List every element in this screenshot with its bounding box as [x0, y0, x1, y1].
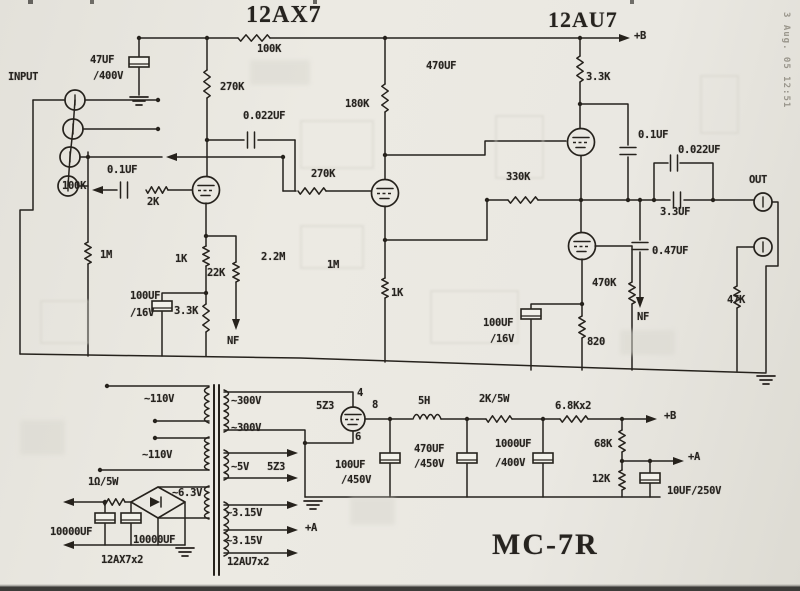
label-res-1m-mid: 1M: [327, 259, 340, 271]
label-cap-10uf250: 10UF/250V: [667, 485, 722, 497]
input-label: INPUT: [8, 71, 39, 83]
label-a-plus-heater: +A: [305, 522, 318, 534]
label-6v3: ~6.3V: [172, 487, 203, 499]
label-cap-10000uf-a: 10000UF: [50, 526, 93, 538]
label-cap-100uf-right-v: /16V: [490, 333, 515, 345]
label-res-100k-rail: 100K: [257, 43, 282, 55]
label-res-1ohm: 1Ω/5W: [88, 476, 119, 488]
label-cap-100uf450-b: /450V: [341, 474, 372, 486]
stage1-tube-title: 12AX7: [246, 2, 322, 28]
label-heaters-12au7: 12AU7x2: [227, 556, 270, 568]
label-cap-100uf450-a: 100UF: [335, 459, 366, 471]
label-b-plus-ps: +B: [664, 410, 677, 422]
label-res-270k-mid: 270K: [311, 168, 336, 180]
label-res-1m-left: 1M: [100, 249, 113, 261]
output-label: OUT: [749, 174, 768, 186]
label-cap-100uf-right: 100UF: [483, 317, 514, 329]
label-cap-047uf: 0.47UF: [652, 245, 689, 257]
label-res-330k: 330K: [506, 171, 531, 183]
label-res-12k: 12K: [592, 473, 611, 485]
label-res-2k: 2K: [147, 196, 160, 208]
label-res-2m2: 2.2M: [261, 251, 286, 263]
label-cap-47uf-v: /400V: [93, 70, 124, 82]
label-3v15-a: ~3.15V: [226, 507, 263, 519]
label-res-3k3-au: 3.3K: [586, 71, 611, 83]
label-5z3-winding: 5Z3: [267, 461, 286, 473]
label-res-6k8x2: 6.8Kx2: [555, 400, 592, 412]
label-pot-100k: 100K: [62, 180, 87, 192]
label-cap-3u3: 3.3UF: [660, 206, 691, 218]
label-300v-b: ~300V: [231, 422, 262, 434]
label-nf-left: NF: [227, 335, 240, 347]
label-pin-4: 4: [357, 387, 364, 399]
model-title: MC-7R: [492, 528, 599, 561]
label-cap-100uf-left: 100UF: [130, 290, 161, 302]
label-tube-5z3: 5Z3: [316, 400, 335, 412]
label-heaters-12ax7: 12AX7x2: [101, 554, 144, 566]
label-res-3k3-left: 3.3K: [174, 305, 199, 317]
label-pin-8: 8: [372, 399, 379, 411]
label-110v-a: ~110V: [144, 393, 175, 405]
label-res-180k: 180K: [345, 98, 370, 110]
label-cap-470uf-top: 470UF: [426, 60, 457, 72]
label-res-1k-left: 1K: [175, 253, 188, 265]
label-res-2k5w: 2K/5W: [479, 393, 510, 405]
label-res-68k: 68K: [594, 438, 613, 450]
label-choke-5h: 5H: [418, 395, 431, 407]
label-cap-47uf: 47UF: [90, 54, 115, 66]
scan-date-note: 3 Aug. 05 12:51: [781, 12, 791, 109]
label-res-820: 820: [587, 336, 606, 348]
label-a-plus-ps: +A: [688, 451, 701, 463]
label-cap-470uf450-a: 470UF: [414, 443, 445, 455]
label-3v15-b: ~3.15V: [226, 535, 263, 547]
label-res-47k: 47K: [727, 294, 746, 306]
label-cap-022uf-1: 0.022UF: [243, 110, 286, 122]
label-res-22k: 22K: [207, 267, 226, 279]
stage2-tube-title: 12AU7: [548, 7, 618, 32]
label-cap-100uf-left-v: /16V: [130, 307, 155, 319]
label-110v-b: ~110V: [142, 449, 173, 461]
label-nf-right: NF: [637, 311, 650, 323]
label-pin-6: 6: [355, 431, 362, 443]
label-res-1k-mid: 1K: [391, 287, 404, 299]
label-5v: ~5V: [231, 461, 250, 473]
label-cap-470uf450-b: /450V: [414, 458, 445, 470]
label-res-270k-input: 270K: [220, 81, 245, 93]
label-cap-01uf-left: 0.1UF: [107, 164, 138, 176]
label-res-470k: 470K: [592, 277, 617, 289]
label-cap-1000uf400-b: /400V: [495, 457, 526, 469]
label-cap-10000uf-b: 10000UF: [133, 534, 176, 546]
label-cap-01uf-right: 0.1UF: [638, 129, 669, 141]
label-300v-a: ~300V: [231, 395, 262, 407]
label-b-plus-top: +B: [634, 30, 647, 42]
label-cap-0022uf-2: 0.022UF: [678, 144, 721, 156]
label-cap-1000uf400-a: 1000UF: [495, 438, 532, 450]
